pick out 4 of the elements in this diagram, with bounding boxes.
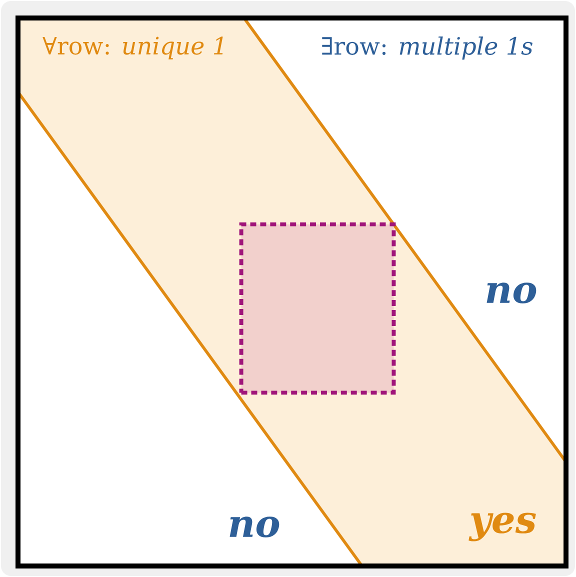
answer-label: no (486, 282, 536, 304)
region-label: ∃row: multiple 1s (322, 36, 532, 60)
answer-label: no (230, 516, 280, 538)
dashed-box (239, 222, 396, 395)
